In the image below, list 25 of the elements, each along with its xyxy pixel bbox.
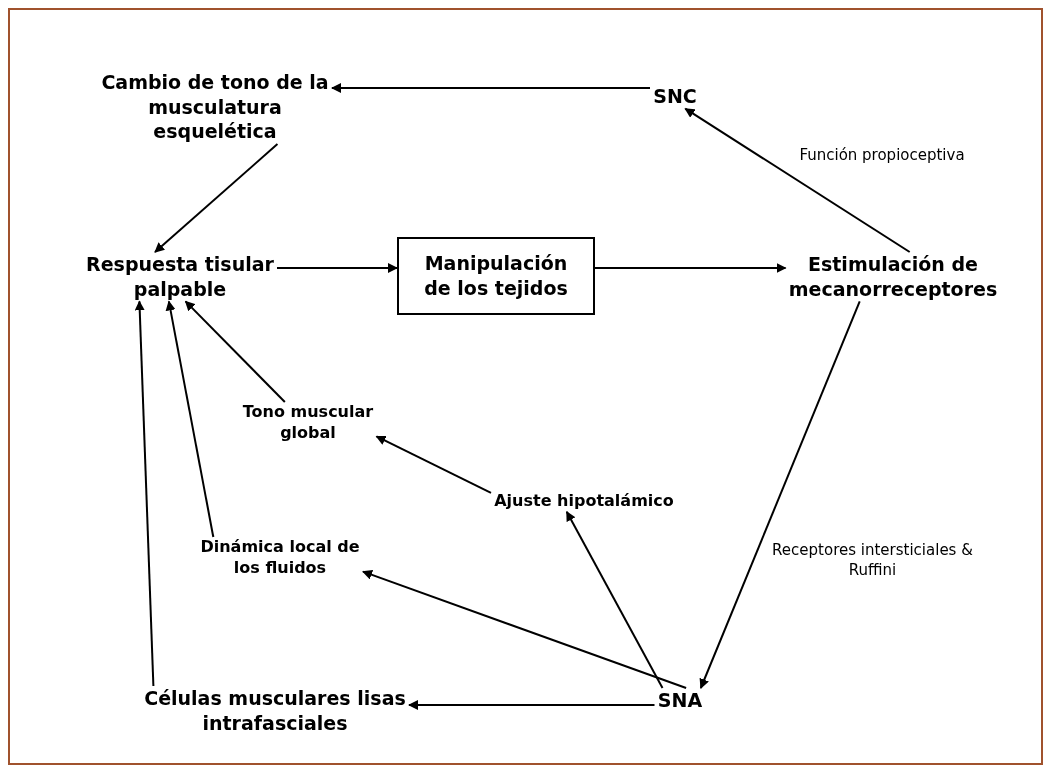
- arrow: [362, 570, 688, 689]
- node-label: SNC: [650, 84, 700, 109]
- arrow: [134, 300, 155, 687]
- edge-label: Función propioceptiva: [798, 145, 966, 166]
- arrow: [154, 143, 279, 253]
- arrow: [684, 107, 911, 253]
- arrow: [276, 263, 398, 273]
- arrow: [165, 300, 215, 538]
- edge-label: Receptores intersticiales & Ruffini: [771, 540, 974, 581]
- arrow: [408, 700, 656, 710]
- arrow: [565, 510, 664, 689]
- arrow: [375, 435, 492, 494]
- node-label: Estimulación de mecanorreceptores: [785, 252, 1001, 302]
- node-label: Ajuste hipotalámico: [491, 491, 677, 512]
- node-label: Dinámica local de los fluidos: [197, 537, 363, 579]
- node-label: Cambio de tono de la musculatura esquelética: [98, 70, 332, 145]
- arrow: [331, 83, 651, 93]
- arrow: [699, 300, 861, 689]
- process-box: Manipulación de los tejidos: [397, 237, 595, 315]
- node-label: SNA: [654, 688, 706, 713]
- arrow: [594, 263, 787, 273]
- node-label: Tono muscular global: [239, 402, 377, 444]
- node-label: Respuesta tisular palpable: [83, 252, 277, 302]
- arrow: [184, 300, 286, 403]
- node-label: Células musculares lisas intrafasciales: [141, 686, 409, 736]
